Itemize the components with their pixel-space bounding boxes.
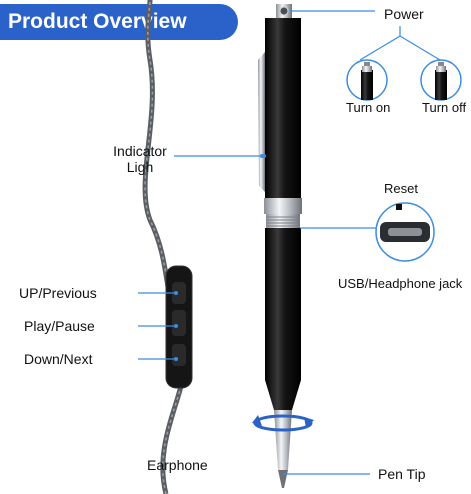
turn-off-label: Turn off bbox=[422, 100, 467, 115]
pen-clip bbox=[258, 52, 265, 192]
page-title: Product Overview bbox=[8, 10, 187, 33]
pen-tip-label: Pen Tip bbox=[378, 466, 426, 482]
indicator-label: Indicator Ligh bbox=[113, 143, 167, 175]
usb-label: USB/Headphone jack bbox=[338, 276, 463, 291]
turn-on-label: Turn on bbox=[346, 100, 391, 115]
play-pause-button bbox=[172, 310, 186, 336]
title-banner: Product Overview bbox=[0, 4, 238, 40]
pen-tip-cone bbox=[274, 410, 292, 470]
pen-lower-body bbox=[265, 228, 301, 410]
power-split-callout bbox=[359, 26, 401, 61]
down-next-label: Down/Next bbox=[24, 351, 93, 367]
pen-upper-body bbox=[265, 18, 301, 198]
pen-middle-ring bbox=[264, 198, 302, 214]
reset-label: Reset bbox=[384, 181, 418, 196]
up-previous-label: UP/Previous bbox=[19, 285, 97, 301]
power-button bbox=[279, 6, 289, 16]
play-pause-label: Play/Pause bbox=[24, 318, 95, 334]
up-button bbox=[172, 282, 186, 304]
power-label: Power bbox=[384, 6, 424, 22]
earphone-label: Earphone bbox=[147, 457, 208, 473]
down-button bbox=[172, 344, 186, 366]
